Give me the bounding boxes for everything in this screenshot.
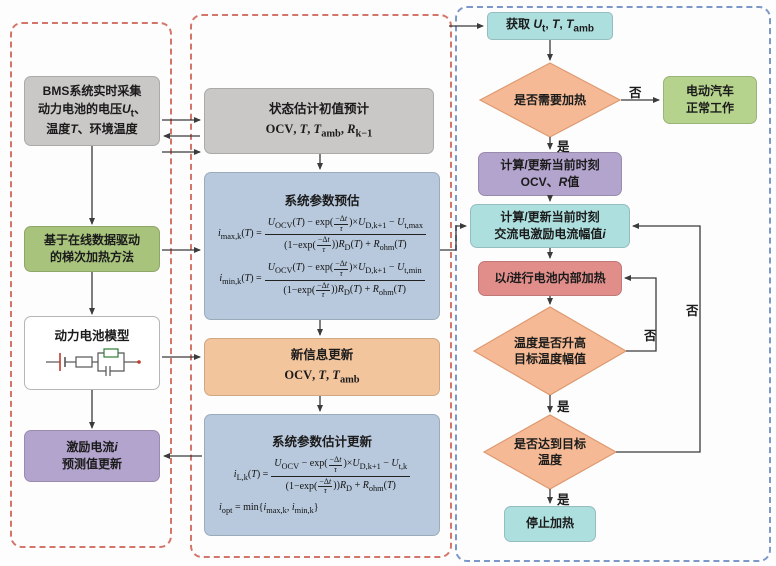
eq-text: −Δt — [334, 213, 349, 225]
eq-text: −Δt — [334, 259, 349, 270]
branch-label-no-1: 否 — [629, 86, 642, 100]
eq-text: )×UD,k+1 − Ut,k — [343, 458, 408, 472]
internal-heating-box: 以i进行电池内部加热 — [478, 261, 622, 296]
battery-model-box: 动力电池模型 — [24, 316, 160, 390]
target-temp-decision-text: 是否达到目标 温度 — [498, 428, 602, 476]
fraction-denominator: (1−exp( −Δt τ ))RD(T) + Rohm(T) — [284, 235, 407, 255]
eq-text: τ — [339, 268, 343, 278]
new-info-update-vars: OCV, T, Tamb — [284, 368, 360, 386]
eq-text: ))RD(T) + Rohm(T) — [331, 238, 407, 252]
eq-text: τ — [334, 464, 337, 474]
eq-text: (1−exp( — [284, 239, 316, 251]
inner-fraction: −Δt τ — [334, 259, 349, 279]
eq-text: τ — [321, 290, 325, 300]
bms-collect-box: BMS系统实时采集 动力电池的电压Ut、 温度T、环境温度 — [24, 76, 160, 146]
calc-current-amplitude-text: 计算/更新当前时刻 交流电激励电流幅值i — [494, 209, 606, 241]
acquire-box: 获取 Ut, T, Tamb — [487, 12, 613, 40]
excitation-current-update-text: 激励电流i 预测值更新 — [61, 439, 122, 471]
fraction-numerator: UOCV − exp( −Δt τ )×UD,k+1 − Ut,k — [271, 454, 411, 477]
branch-label-yes-1: 是 — [557, 140, 570, 154]
normal-operation-text: 电动汽车 正常工作 — [685, 83, 734, 115]
inner-fraction: −Δt τ — [334, 213, 349, 234]
need-heating-decision-text: 是否需要加热 — [484, 86, 616, 114]
middle-group-panel — [190, 14, 452, 558]
branch-label-yes-3: 是 — [557, 493, 570, 507]
state-init-title: 状态估计初值预计 — [268, 102, 369, 117]
eq-text: τ — [323, 486, 327, 496]
fraction-denominator: (1−exp( −Δt τ ))RD + Rohm(T) — [286, 477, 396, 497]
branch-label-no-3: 否 — [686, 304, 699, 318]
eq-text: −Δt — [328, 454, 343, 466]
equation-i-max: imax,k(T) = UOCV(T) − exp( −Δt τ )×UD,k+… — [205, 213, 439, 255]
temp-rise-decision-text: 温度是否升高 目标温度幅值 — [496, 324, 604, 378]
battery-model-title: 动力电池模型 — [54, 328, 130, 343]
eq-text: (1−exp( — [285, 480, 318, 492]
fraction-numerator: UOCV(T) − exp( −Δt τ )×UD,k+1 − Ut,max — [264, 213, 427, 236]
fraction: UOCV(T) − exp( −Δt τ )×UD,k+1 − Ut,max (… — [264, 213, 427, 255]
eq-text: UOCV − exp( — [274, 458, 328, 472]
fraction-numerator: UOCV(T) − exp( −Δt τ )×UD,k+1 − Ut,min — [264, 259, 425, 281]
normal-operation-box: 电动汽车 正常工作 — [663, 76, 757, 124]
calc-ocv-r-box: 计算/更新当前时刻 OCV、R值 — [478, 152, 622, 196]
new-info-update-box: 新信息更新 OCV, T, Tamb — [204, 338, 440, 396]
calc-current-amplitude-box: 计算/更新当前时刻 交流电激励电流幅值i — [470, 204, 630, 248]
fraction-denominator: (1−exp( −Δt τ ))RD(T) + Rohm(T) — [283, 281, 406, 301]
eq-text: −Δt — [316, 280, 331, 292]
online-method-box: 基于在线数据驱动 的梯次加热方法 — [24, 226, 160, 272]
internal-heating-text: 以i进行电池内部加热 — [494, 270, 606, 285]
acquire-text: 获取 Ut, T, Tamb — [506, 16, 594, 34]
eq-text: UOCV(T) − exp( — [267, 262, 334, 276]
excitation-current-update-box: 激励电流i 预测值更新 — [24, 430, 160, 482]
fraction: UOCV(T) − exp( −Δt τ )×UD,k+1 − Ut,min (… — [264, 259, 425, 301]
param-estimate-update-title: 系统参数估计更新 — [271, 434, 372, 449]
new-info-update-title: 新信息更新 — [290, 348, 354, 363]
bms-collect-text: BMS系统实时采集 动力电池的电压Ut、 温度T、环境温度 — [37, 84, 147, 137]
battery-circuit-icon — [46, 348, 141, 377]
state-init-vars: OCV, T, Tamb, Rk−1 — [265, 122, 373, 140]
eq-text: τ — [339, 223, 343, 233]
branch-label-yes-2: 是 — [557, 400, 570, 414]
eq-text: ))RD + Rohm(T) — [333, 479, 396, 493]
equation-i-opt: iopt = min{imax,k, imin,k} — [205, 501, 439, 517]
stop-heating-text: 停止加热 — [525, 516, 574, 531]
eq-text: )×UD,k+1 − Ut,max — [349, 217, 424, 231]
right-group-panel — [455, 6, 771, 562]
left-group-panel — [10, 22, 172, 548]
state-init-box: 状态估计初值预计 OCV, T, Tamb, Rk−1 — [204, 88, 434, 154]
equation-i-lk: iL,k(T) = UOCV − exp( −Δt τ )×UD,k+1 − U… — [205, 454, 439, 497]
inner-fraction: −Δt τ — [316, 235, 331, 255]
fraction: UOCV − exp( −Δt τ )×UD,k+1 − Ut,k (1−exp… — [271, 454, 411, 497]
param-predict-box: 系统参数预估 imax,k(T) = UOCV(T) − exp( −Δt τ … — [204, 172, 440, 320]
inner-fraction: −Δt τ — [328, 454, 343, 475]
eq-text: (1−exp( — [283, 284, 316, 296]
equation-lhs: imax,k(T) = — [217, 227, 262, 241]
eq-text: −Δt — [318, 476, 333, 488]
need-heating-text: 是否需要加热 — [513, 92, 586, 107]
param-estimate-update-box: 系统参数估计更新 iL,k(T) = UOCV − exp( −Δt τ )×U… — [204, 414, 440, 536]
eq-text: iopt = min{imax,k, imin,k} — [219, 502, 319, 516]
temp-rise-text: 温度是否升高 目标温度幅值 — [513, 335, 586, 366]
calc-ocv-r-text: 计算/更新当前时刻 OCV、R值 — [500, 157, 600, 189]
inner-fraction: −Δt τ — [318, 476, 333, 497]
stop-heating-box: 停止加热 — [504, 506, 596, 542]
eq-text: )×UD,k+1 − Ut,min — [349, 262, 422, 276]
eq-text: τ — [322, 245, 326, 255]
equation-lhs: imin,k(T) = — [219, 273, 262, 287]
inner-fraction: −Δt τ — [316, 280, 331, 301]
branch-label-no-2: 否 — [644, 329, 657, 343]
eq-text: ))RD(T) + Rohm(T) — [331, 283, 406, 297]
eq-text: −Δt — [316, 235, 331, 247]
equation-i-min: imin,k(T) = UOCV(T) − exp( −Δt τ )×UD,k+… — [205, 259, 439, 301]
param-predict-title: 系统参数预估 — [284, 193, 360, 208]
online-method-text: 基于在线数据驱动 的梯次加热方法 — [43, 232, 140, 264]
target-temp-text: 是否达到目标 温度 — [513, 436, 586, 467]
eq-text: UOCV(T) − exp( — [267, 217, 334, 231]
equation-lhs: iL,k(T) = — [233, 469, 269, 482]
decision-diamond-need-heating — [478, 62, 622, 138]
